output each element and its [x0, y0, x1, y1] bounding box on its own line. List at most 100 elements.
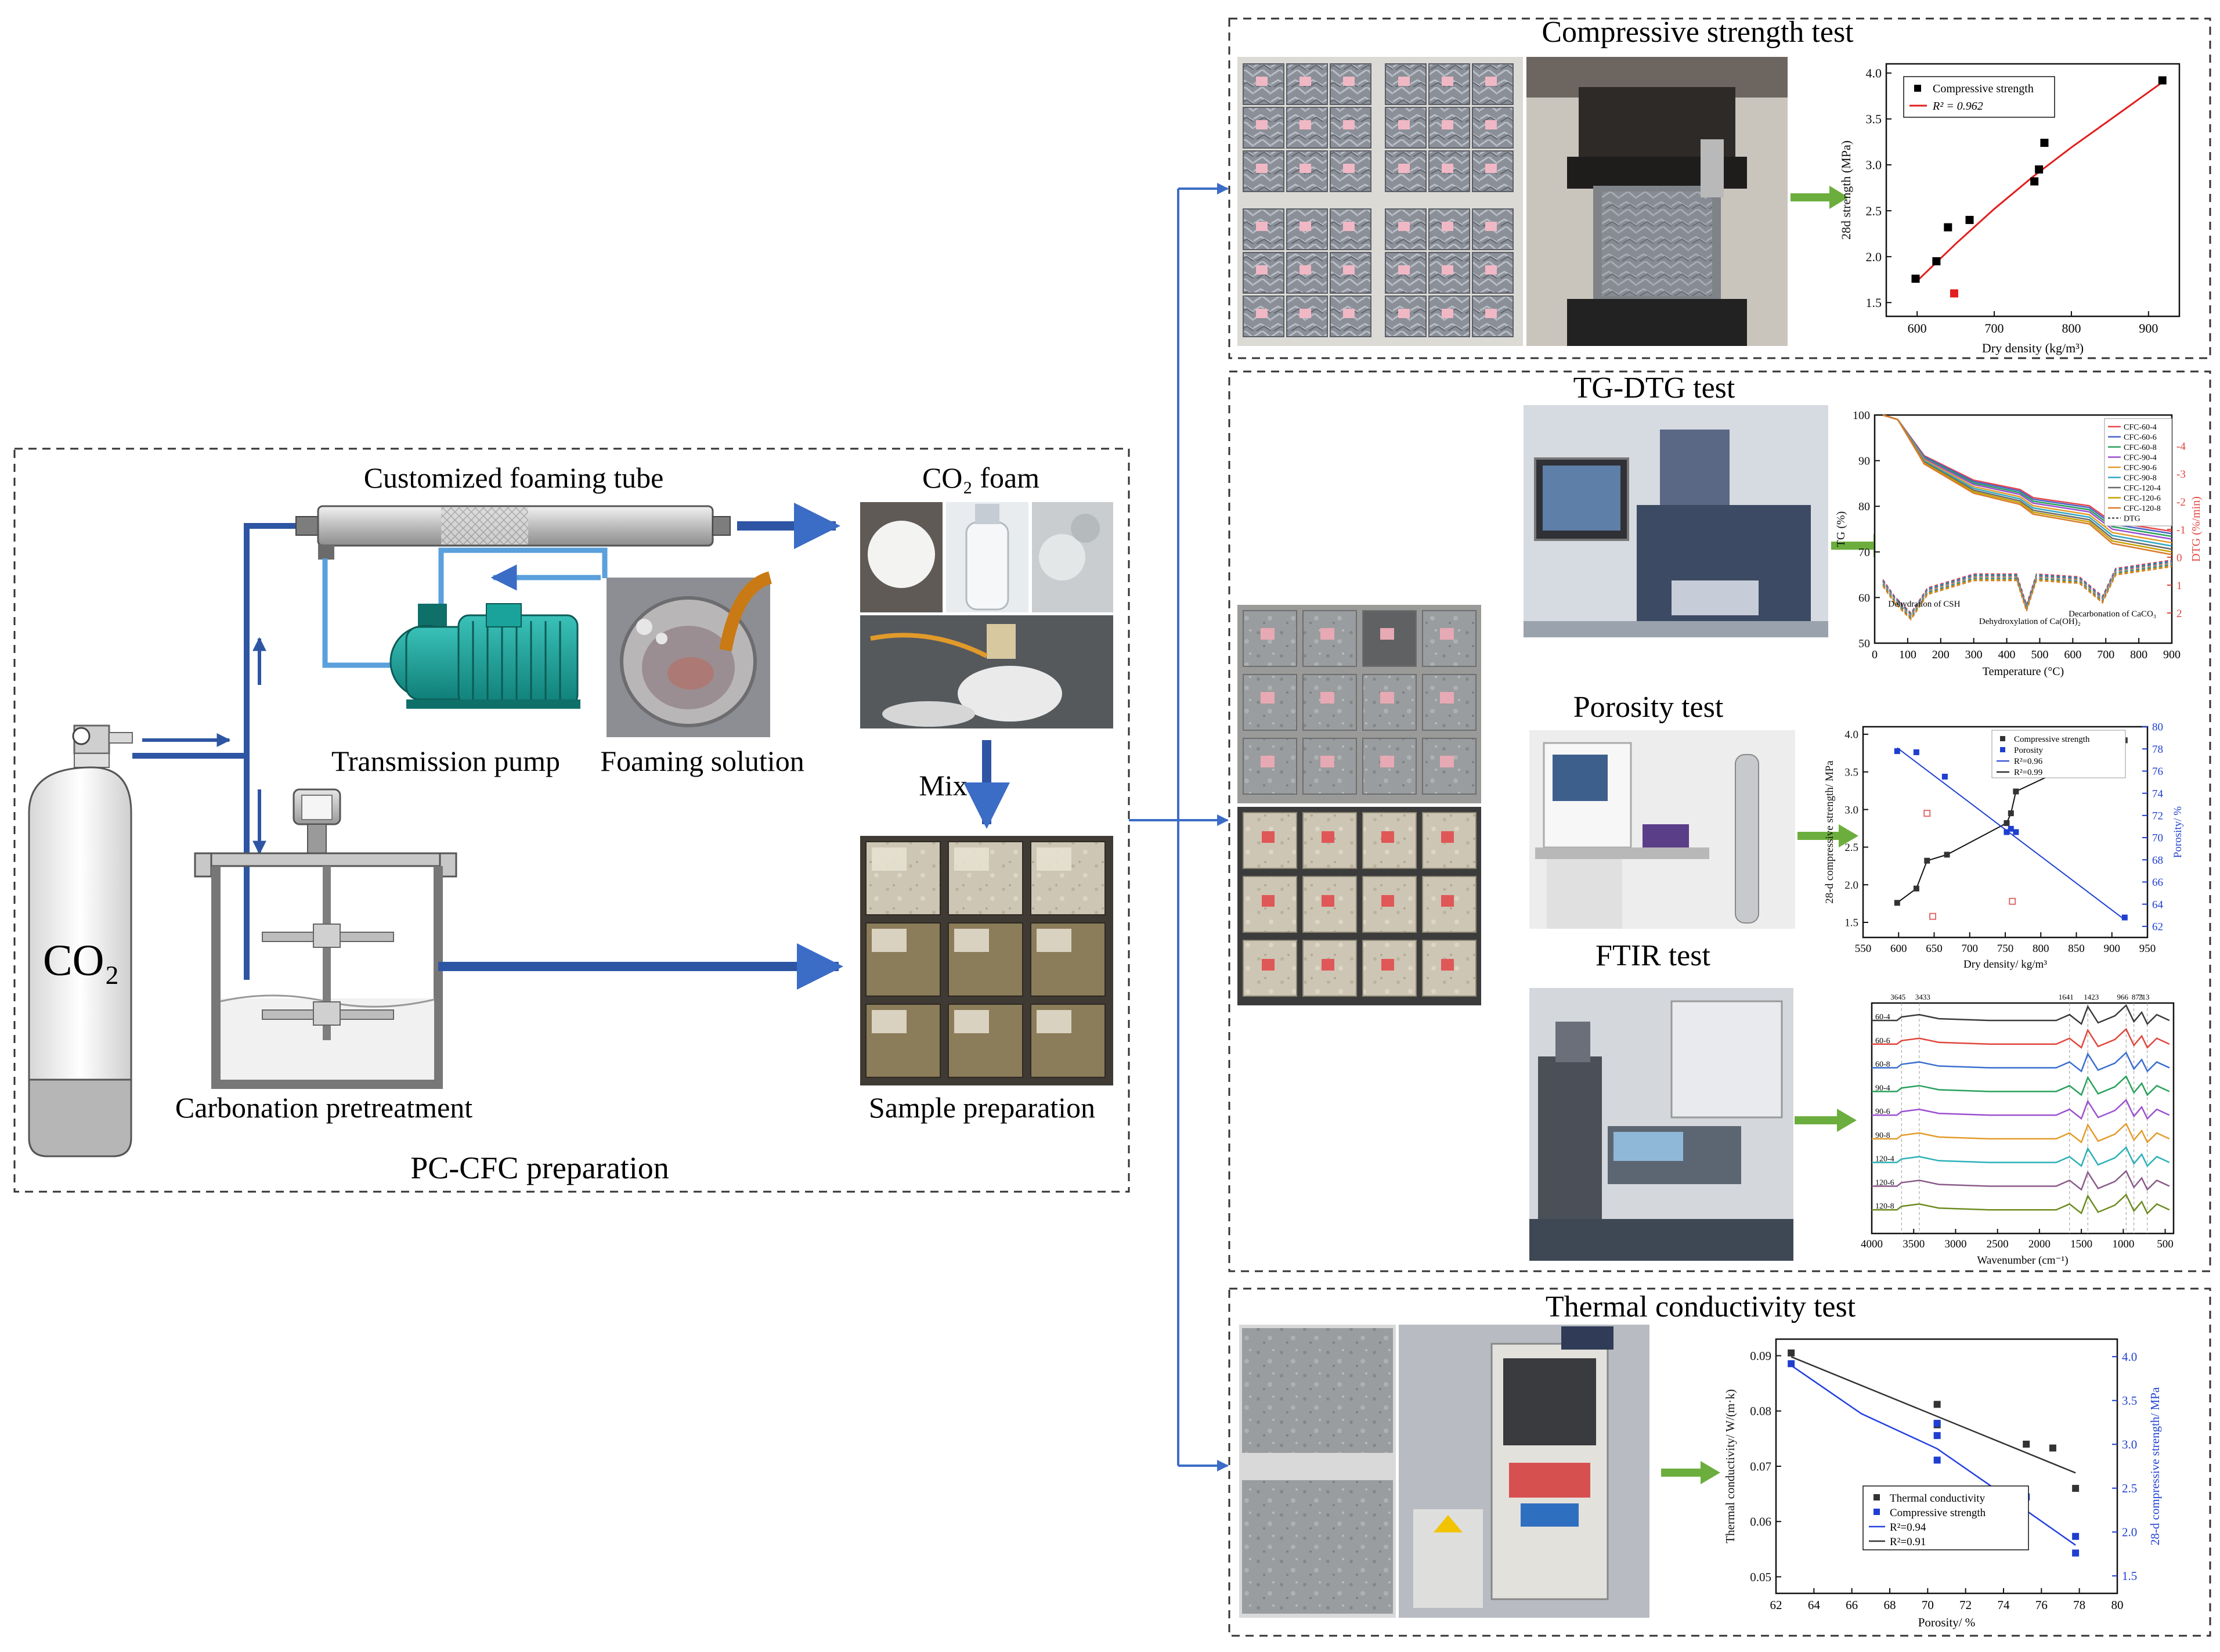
- compressive-point: [1944, 223, 1952, 232]
- tg-legend-label: CFC-60-4: [2124, 423, 2157, 432]
- thermal-legend-label: R²=0.94: [1890, 1521, 1926, 1534]
- ftir-x-tick-label: 4000: [1861, 1238, 1883, 1250]
- porosity-legend-marker: [2000, 736, 2005, 741]
- tg-y-tick-label: 90: [1858, 455, 1870, 468]
- sample-tag: [1343, 309, 1355, 318]
- ftir-spectrum: [1872, 1004, 2170, 1026]
- tg-y-tick-label: 100: [1853, 409, 1870, 422]
- thermal-x-tick-label: 62: [1770, 1598, 1782, 1612]
- branch-connector: [1129, 189, 1179, 1466]
- ftir-xlabel: Wavenumber (cm⁻¹): [1977, 1254, 2068, 1267]
- tg-annotation: Dehydroxylation of Ca(OH)₂: [1979, 617, 2081, 626]
- tg-x-tick-label: 200: [1932, 648, 1950, 661]
- thermal-y-tick-label: 0.08: [1750, 1404, 1771, 1418]
- compressive-y-tick-label: 2.0: [1866, 250, 1882, 264]
- sample-flake: [954, 929, 989, 952]
- porosity-outlier-point: [1929, 912, 1937, 920]
- porosity-y-tick-label: 4.0: [1844, 729, 1858, 741]
- porosity-legend-marker: [2000, 747, 2005, 752]
- ftir-x-tick-label: 3000: [1944, 1238, 1966, 1250]
- prep-panel-title: PC-CFC preparation: [410, 1150, 669, 1185]
- porosity-x-tick-label: 700: [1962, 943, 1979, 955]
- carbonation-label: Carbonation pretreatment: [175, 1091, 472, 1124]
- sample-tag: [1256, 265, 1268, 275]
- compressive-legend-marker: [1914, 85, 1921, 92]
- thermal-strength-point: [2072, 1532, 2080, 1540]
- ftir-series-label: 90-4: [1875, 1084, 1890, 1092]
- tg-legend-label: CFC-60-8: [2124, 443, 2157, 452]
- thermal-x-tick-label: 76: [2035, 1598, 2048, 1612]
- pump-label: Transmission pump: [331, 745, 560, 777]
- gas-pipes: [132, 523, 302, 980]
- tg-curve: [1882, 414, 2172, 556]
- thermal-y2-tick-label: 4.0: [2122, 1350, 2137, 1364]
- sample-tag: [1256, 77, 1268, 86]
- porosity-x-tick-label: 750: [1997, 943, 2014, 955]
- sample-tag: [1380, 692, 1394, 704]
- ftir-instrument-photo: [1529, 988, 1793, 1261]
- ftir-spectrum: [1872, 1027, 2170, 1049]
- ftir-x-tick-label: 2500: [1987, 1238, 2009, 1250]
- thermal-fit-line: [1791, 1356, 2076, 1474]
- tg-dtg-curve: [1882, 566, 2172, 621]
- sample-tag: [1398, 77, 1410, 86]
- sample-tag: [1442, 77, 1453, 86]
- porosity-point: [1941, 773, 1948, 780]
- porosity-y2-tick-label: 68: [2152, 854, 2163, 867]
- tg-y2-tick-label: -4: [2176, 441, 2186, 453]
- beige-cube: [1243, 940, 1297, 997]
- sample-tag: [1299, 265, 1311, 275]
- tg-y2-tick-label: 1: [2176, 580, 2182, 592]
- sample-tag: [1441, 895, 1454, 907]
- sample-tag: [1398, 222, 1410, 231]
- porosity-instrument-photo: [1529, 730, 1795, 929]
- sample-flake: [1037, 1010, 1071, 1033]
- tg-x-tick-label: 400: [1998, 648, 2016, 661]
- ftir-arrow-head: [1837, 1109, 1857, 1132]
- compressive-y-tick-label: 4.0: [1866, 66, 1882, 81]
- tg-y-tick-label: 60: [1858, 591, 1870, 604]
- compressive-x-tick-label: 900: [2139, 321, 2158, 336]
- thermal-instrument-photo: [1399, 1325, 1649, 1618]
- thermal-legend-label: R²=0.91: [1890, 1536, 1926, 1548]
- transmission-pump: [389, 603, 580, 709]
- ftir-spectrum: [1872, 1170, 2170, 1191]
- porosity-x-tick-label: 850: [2068, 943, 2085, 955]
- foil-sample: [1428, 208, 1470, 250]
- thermal-x-tick-label: 68: [1884, 1598, 1896, 1612]
- sample-tag: [1440, 692, 1454, 704]
- sample-tag: [1485, 309, 1497, 318]
- sample-tag: [1380, 756, 1394, 767]
- porosity-ylabel: 28-d compressive strength/ MPa: [1824, 760, 1836, 904]
- tg-x-tick-label: 600: [2064, 648, 2081, 661]
- co2-foam-photos: [860, 502, 1113, 728]
- tg-y-tick-label: 50: [1858, 637, 1870, 650]
- foaming-tube: [295, 505, 731, 560]
- sample-flake: [872, 847, 907, 871]
- porosity-legend-label: Compressive strength: [2014, 735, 2090, 744]
- ftir-spectrum: [1872, 1075, 2170, 1096]
- tg-legend-label: CFC-90-6: [2124, 464, 2157, 472]
- foil-sample: [1286, 295, 1328, 337]
- compressive-point: [1965, 215, 1974, 224]
- tg-instrument-photo: [1524, 405, 1828, 637]
- thermal-x-tick-label: 66: [1846, 1598, 1858, 1612]
- thermal-point: [1788, 1349, 1795, 1357]
- ftir-series-label: 90-8: [1875, 1131, 1890, 1140]
- tg-y-tick-label: 70: [1858, 546, 1870, 559]
- sample-tag: [1261, 692, 1275, 704]
- sample-tag: [1442, 309, 1453, 318]
- sample-tag: [1398, 164, 1410, 173]
- porosity-x-tick-label: 650: [1926, 943, 1943, 955]
- porosity-y2-tick-label: 66: [2152, 877, 2163, 889]
- sample-tag: [1398, 120, 1410, 129]
- ftir-x-tick-label: 2000: [2028, 1238, 2051, 1250]
- thermal-strength-fit: [1791, 1365, 2076, 1546]
- sample-tag: [1343, 265, 1355, 275]
- porosity-strength-point: [1913, 885, 1919, 892]
- ftir-spectrum: [1872, 1099, 2170, 1120]
- sample-tag: [1442, 265, 1453, 275]
- sample-tag: [1262, 831, 1275, 843]
